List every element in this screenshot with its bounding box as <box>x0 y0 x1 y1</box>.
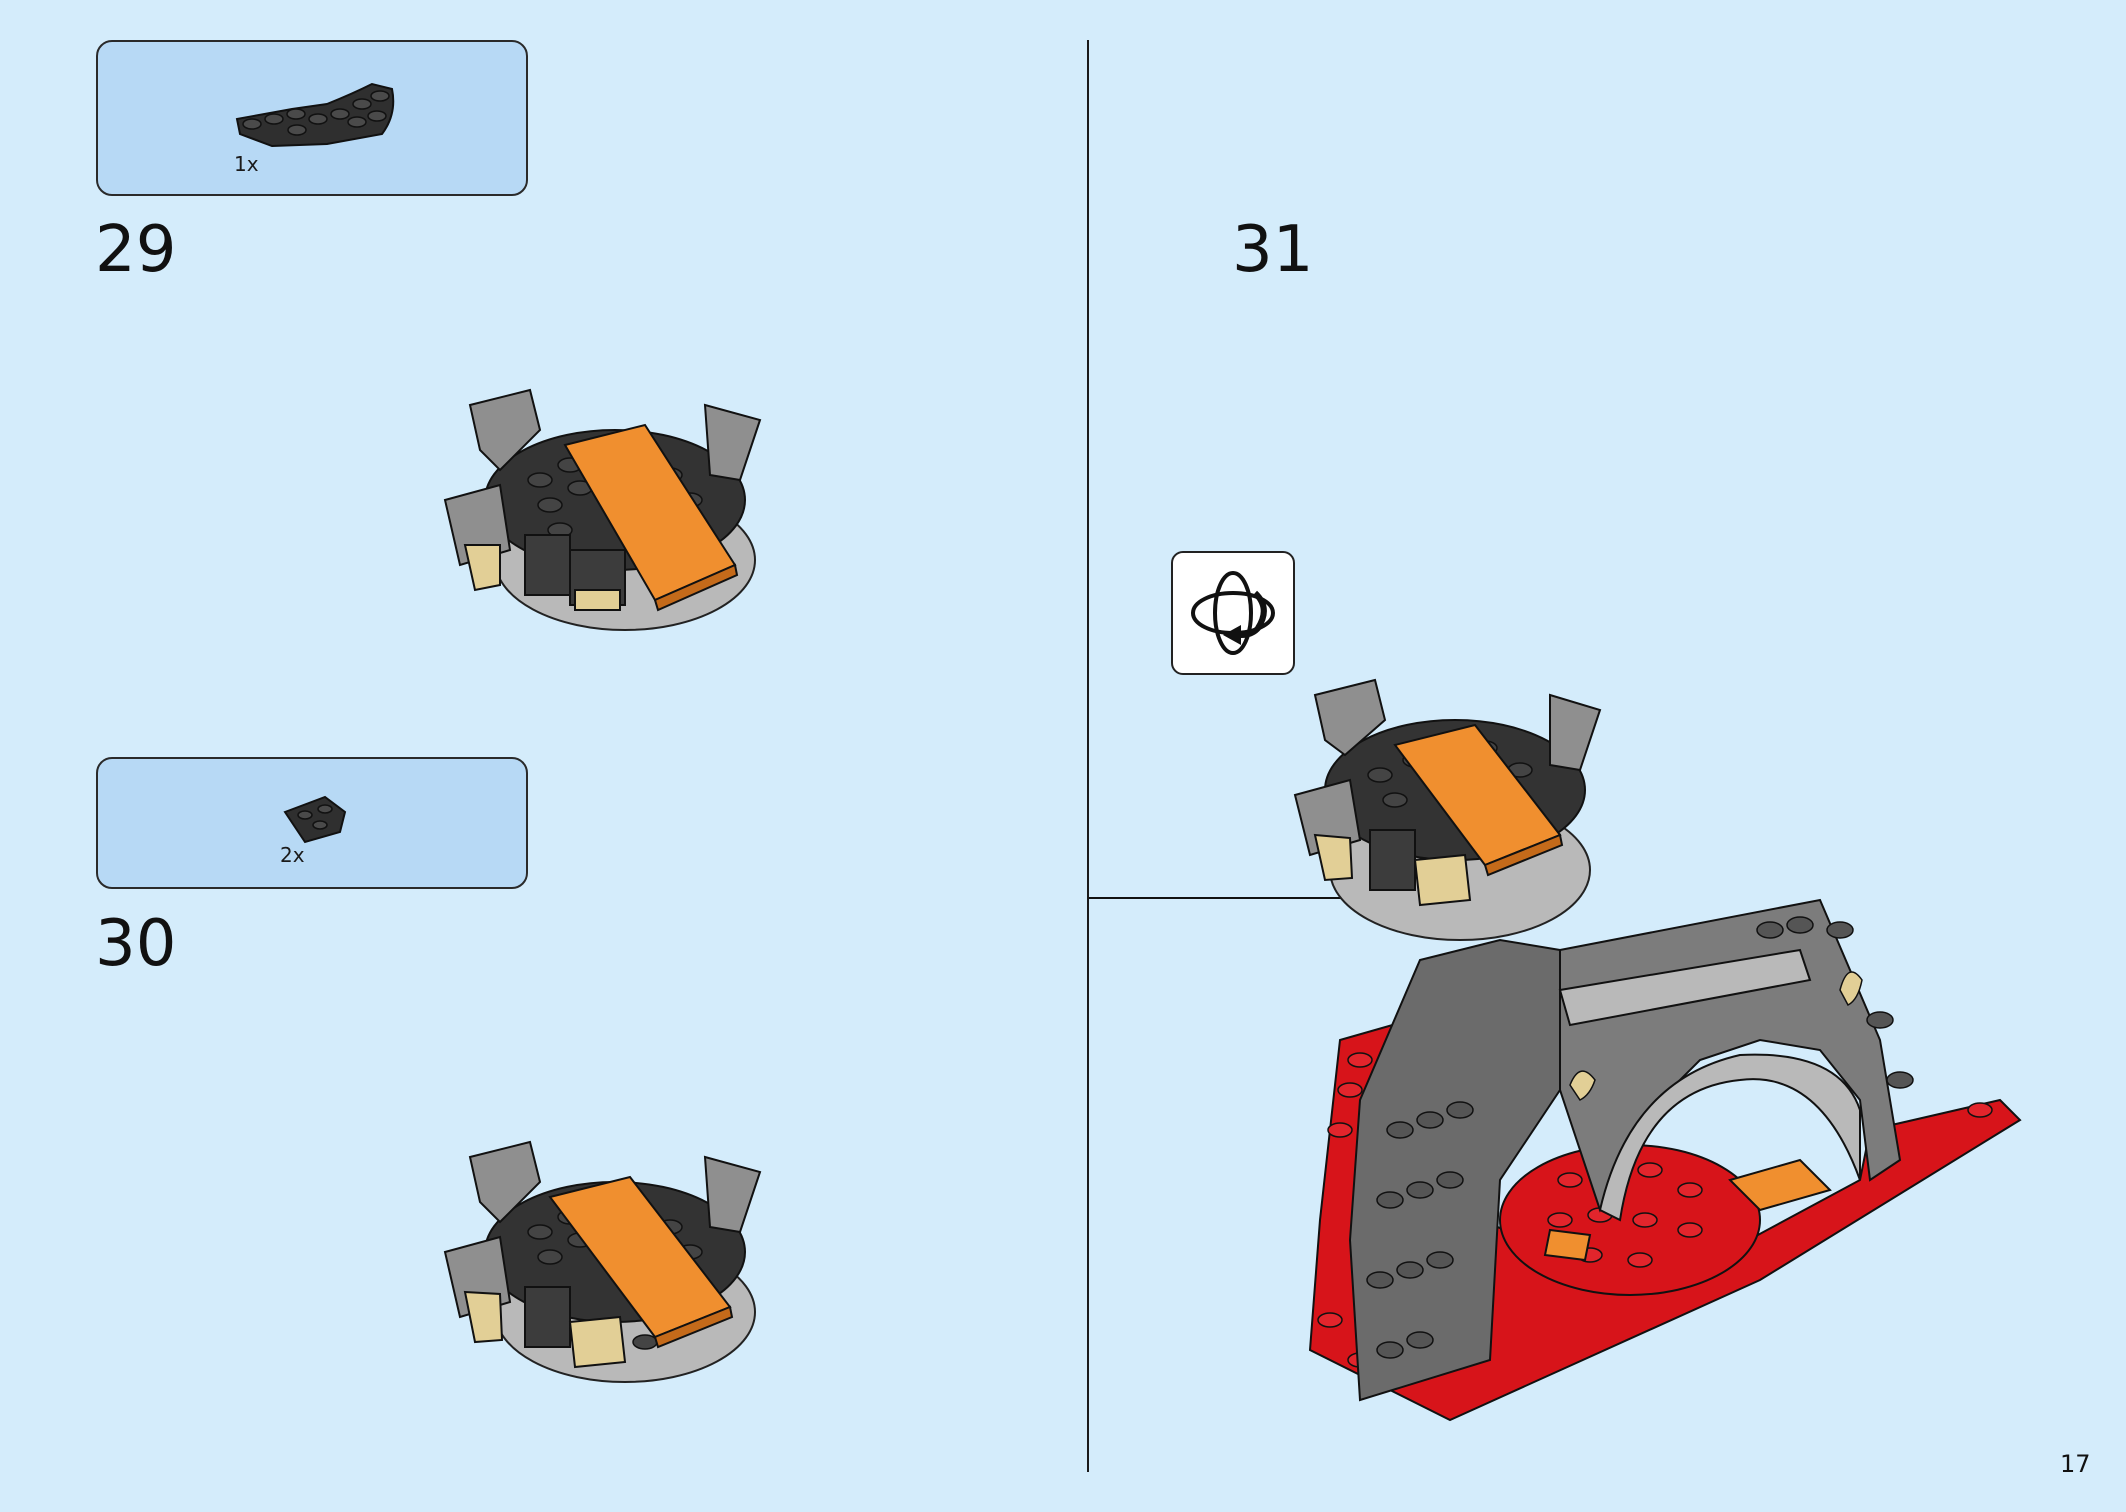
pointer-line <box>1089 897 1409 899</box>
dark-gray-curved-plate-icon <box>235 82 395 148</box>
part-quantity: 2x <box>280 843 305 867</box>
rotate-model-icon <box>1191 571 1275 655</box>
dark-gray-wedge-plate-icon <box>283 795 347 844</box>
part-quantity: 1x <box>234 152 259 176</box>
step-number: 30 <box>95 907 177 981</box>
page-number: 17 <box>2060 1450 2091 1478</box>
step-30-parts-callout: 2x <box>96 757 528 889</box>
castle-gate-with-turret <box>1293 678 2022 1422</box>
torch-icon <box>1569 971 1863 1101</box>
step-29-parts-callout: 1x <box>96 40 528 196</box>
page-divider <box>1087 40 1089 1472</box>
turret-assembly-orange-tile <box>443 388 762 631</box>
turret-assembly-with-tan-wedges <box>443 1140 762 1383</box>
step-number: 29 <box>95 213 177 287</box>
rotate-model-box <box>1171 551 1295 675</box>
step-number: 31 <box>1232 213 1314 287</box>
